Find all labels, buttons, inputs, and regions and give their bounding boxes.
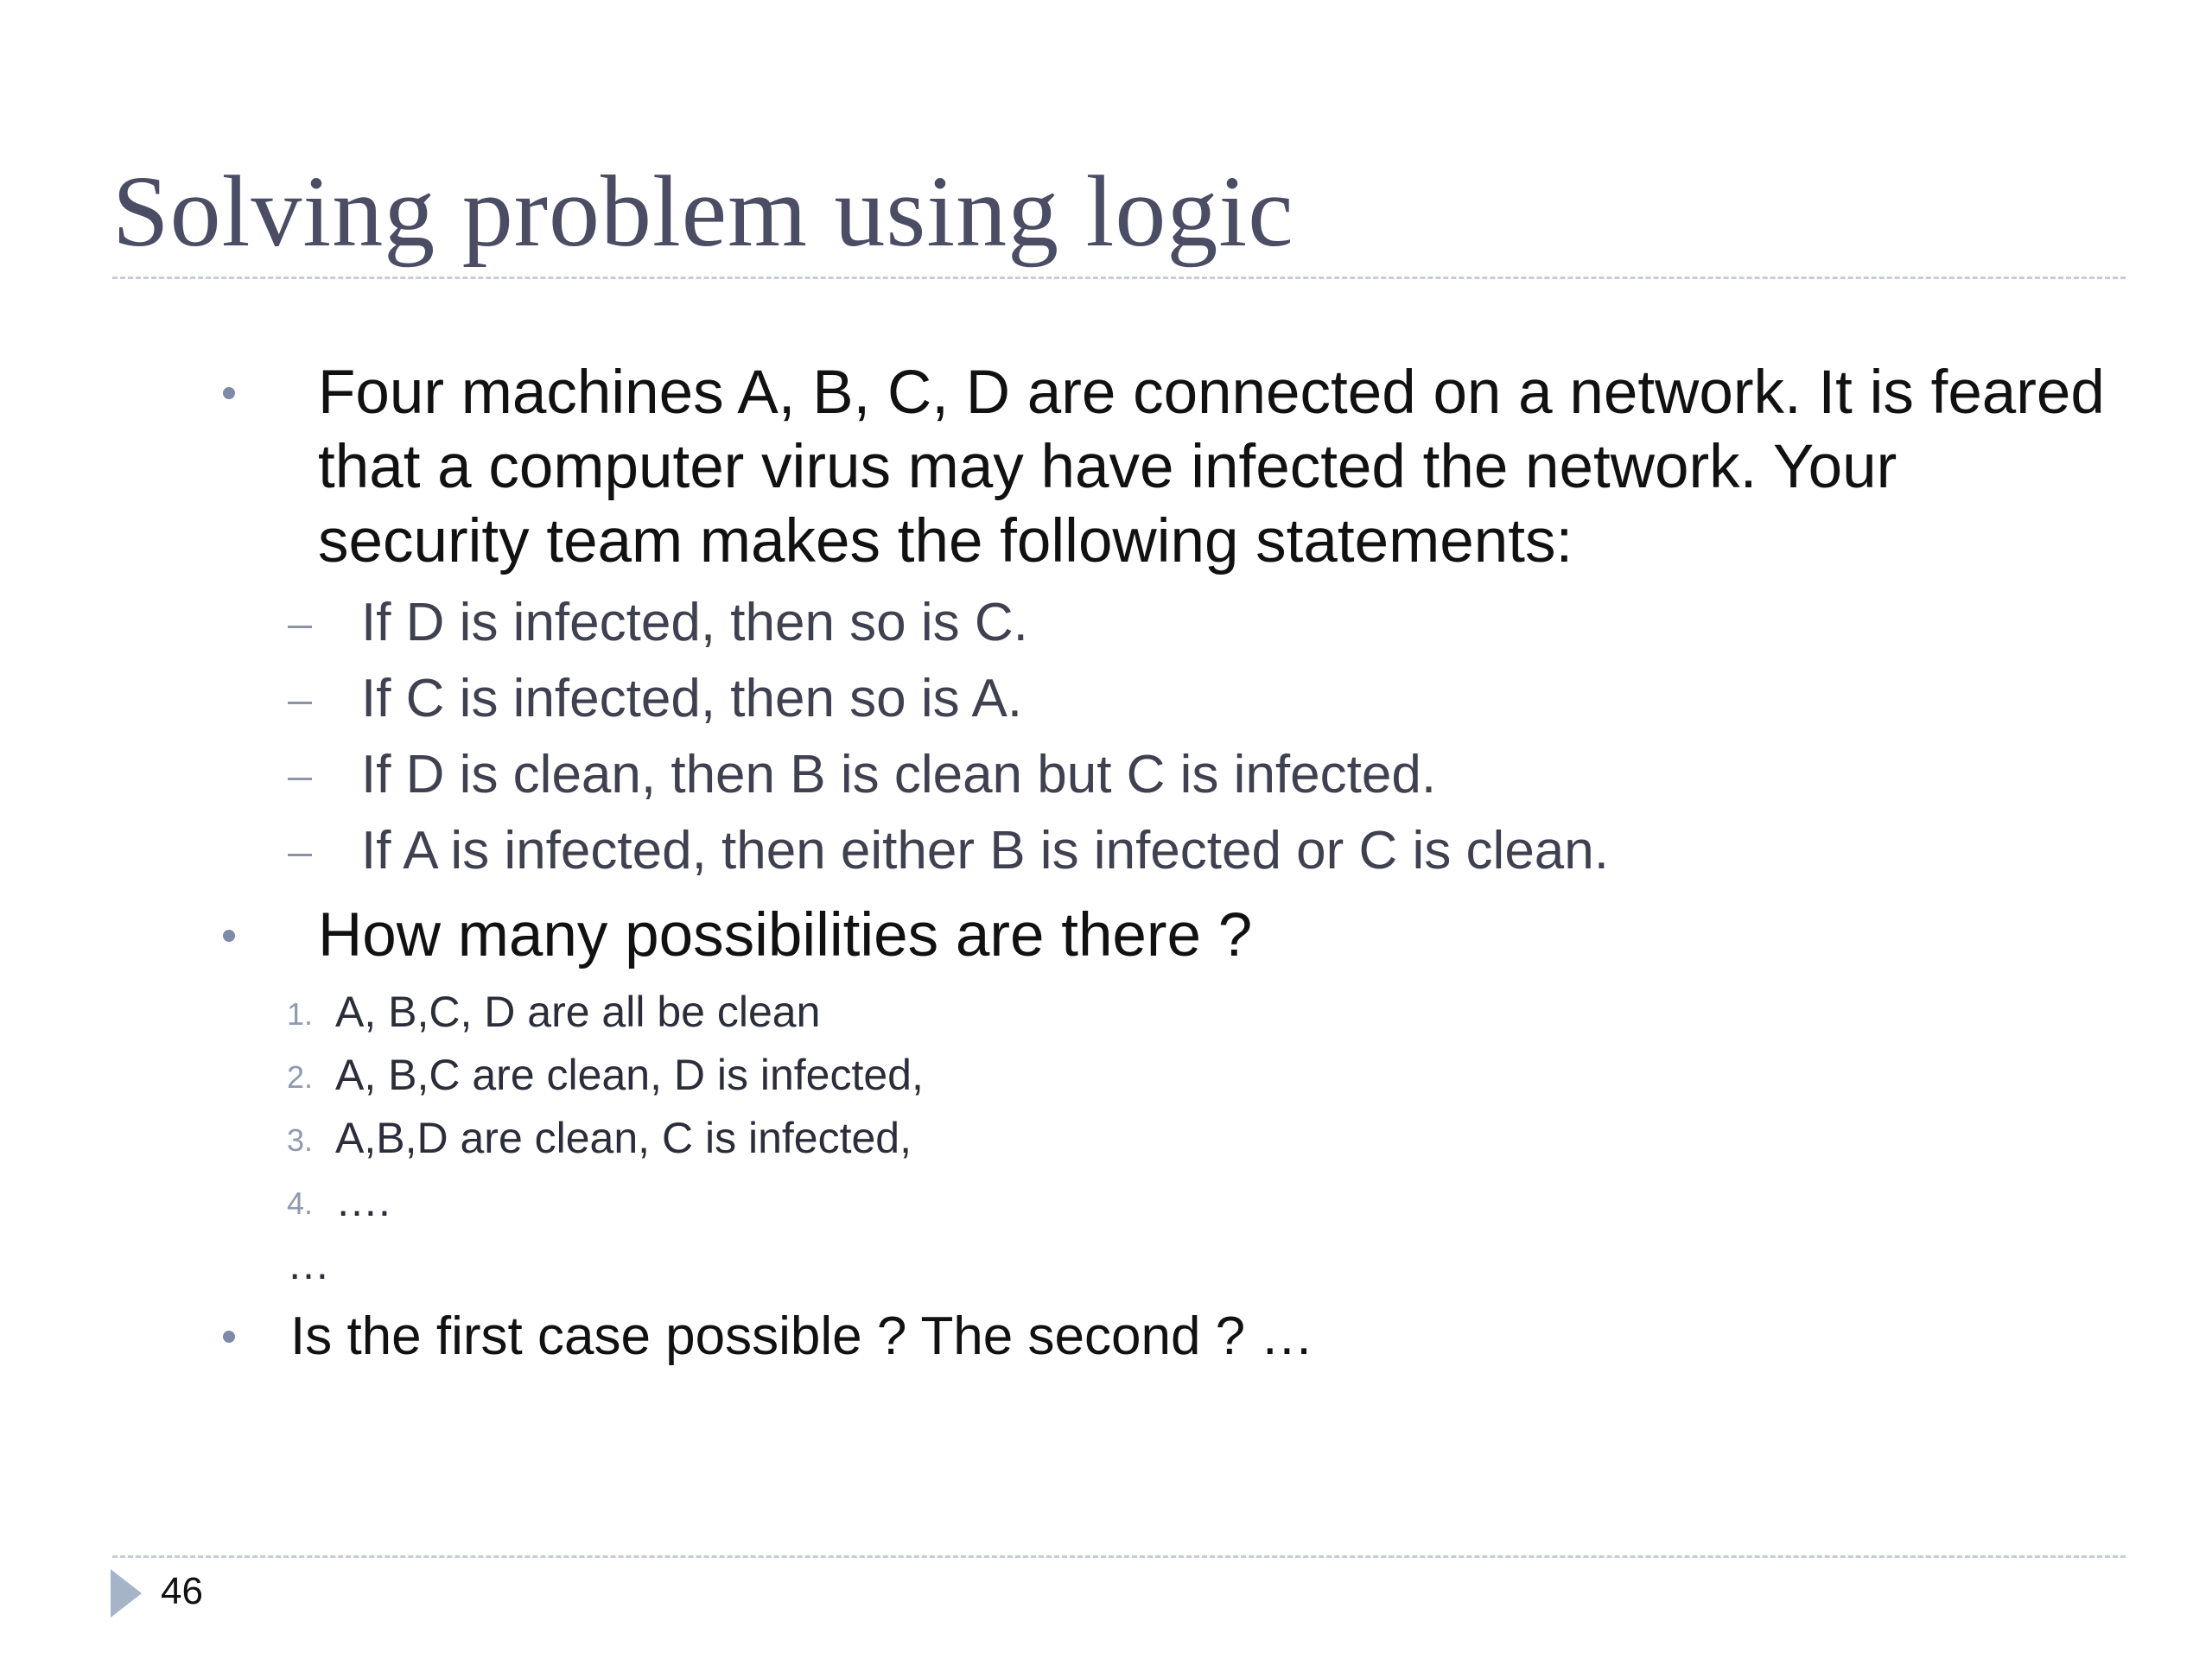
- statement-text: If D is infected, then so is C.: [361, 593, 1028, 652]
- possibility-number: 1.: [287, 996, 314, 1032]
- title-divider: [112, 276, 2126, 279]
- slide-title: Solving problem using logic: [112, 155, 1294, 268]
- bullet-line: security team makes the following statem…: [318, 507, 1573, 575]
- play-triangle-icon: [111, 1569, 142, 1618]
- bullet-line: Is the first case possible ? The second …: [290, 1306, 1314, 1366]
- footer-divider: [112, 1555, 2126, 1558]
- possibility-text: A, B,C are clean, D is infected,: [335, 1051, 924, 1099]
- possibility-number: 2.: [287, 1059, 314, 1095]
- possibility-text: ….: [335, 1177, 391, 1225]
- bullet-dot-icon: [223, 1331, 235, 1343]
- possibility-number: 3.: [287, 1122, 314, 1158]
- bullet-line: that a computer virus may have infected …: [318, 433, 1897, 501]
- statement-text: If A is infected, then either B is infec…: [361, 821, 1609, 880]
- dash-icon: [288, 626, 312, 628]
- bullet-dot-icon: [223, 387, 235, 399]
- page-number: 46: [161, 1570, 203, 1612]
- dash-icon: [288, 854, 312, 856]
- possibility-number: 4.: [287, 1185, 314, 1221]
- possibility-text: A, B,C, D are all be clean: [335, 988, 821, 1036]
- statement-text: If C is infected, then so is A.: [361, 669, 1023, 728]
- dash-icon: [288, 702, 312, 704]
- possibility-text: A,B,D are clean, C is infected,: [335, 1114, 912, 1162]
- dash-icon: [288, 778, 312, 780]
- trailing-ellipsis: …: [287, 1240, 330, 1288]
- bullet-line: How many possibilities are there ?: [318, 901, 1253, 969]
- bullet-dot-icon: [223, 930, 235, 942]
- statement-text: If D is clean, then B is clean but C is …: [361, 745, 1437, 804]
- bullet-line: Four machines A, B, C, D are connected o…: [318, 359, 2105, 427]
